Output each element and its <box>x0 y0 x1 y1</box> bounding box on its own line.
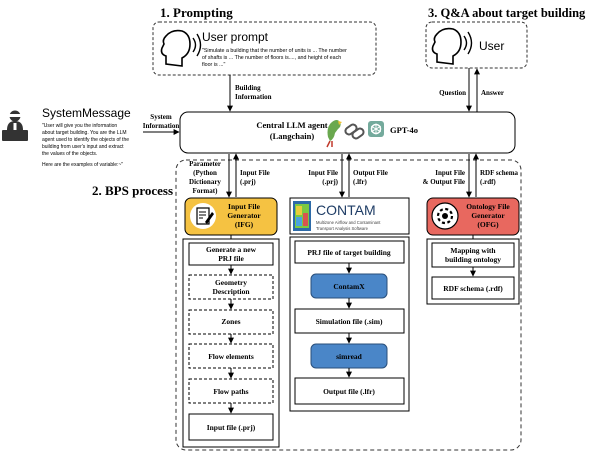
ifg-input-file-label-line-1: Input File <box>240 169 270 177</box>
contam-step-contamx-label: ContamX <box>333 282 365 291</box>
user-prompt-text-line-1: "Simulate a building that the number of … <box>202 48 347 54</box>
heading-qa: 3. Q&A about target building <box>428 6 586 20</box>
contam-input-file-label-line-1: Input File <box>308 169 338 177</box>
parameter-label-line-4: Format) <box>193 187 219 195</box>
system-message-text-line-7: Here are the examples of variable:~" <box>42 162 123 168</box>
speaking-head-icon <box>160 29 202 67</box>
contam-logo-icon <box>293 201 311 231</box>
ofg-input-output-label-line-2: & Output File <box>423 178 465 186</box>
contam-output-file-label-line-2: (.lfr) <box>353 178 367 186</box>
contam-tagline-line-1: Multizone Airflow and Contaminant <box>316 220 381 225</box>
answer-label: Answer <box>481 89 504 97</box>
speaking-head-icon <box>431 27 473 65</box>
ifg-step-flow-paths-box <box>188 378 274 404</box>
user-prompt-title: User prompt <box>202 30 269 44</box>
ofg-step-mapping-line-2: building ontology <box>445 255 501 264</box>
ifg-step-zones-box <box>188 309 274 335</box>
system-information-label-line-1: System <box>150 113 172 121</box>
ifg-step-input-file-label: Input file (.prj) <box>207 423 256 432</box>
contam-step-sim-label: Simulation file (.sim) <box>316 317 383 326</box>
ifg-step-geometry-line-2: Description <box>212 287 250 296</box>
document-edit-icon <box>190 203 216 229</box>
question-label: Question <box>439 89 466 97</box>
system-message-text-line-2: about target building. You are the LLM <box>42 130 127 136</box>
system-message-text-line-3: agent used to identify the objects of th… <box>42 137 129 143</box>
openai-icon <box>368 121 384 137</box>
contam-step-simread-label: simread <box>336 352 363 361</box>
ifg-step-geometry-line-1: Geometry <box>215 278 247 287</box>
ifg-title-line-2: Generator <box>227 211 261 220</box>
contam-input-file-label-line-2: (.prj) <box>322 178 338 186</box>
ifg-step-flow-paths-label: Flow paths <box>213 387 248 396</box>
ofg-step-rdf-label: RDF schema (.rdf) <box>443 284 503 293</box>
central-llm-agent-box <box>179 111 516 154</box>
user-prompt-box <box>152 21 377 76</box>
system-message-title: SystemMessage <box>42 106 131 120</box>
contam-output-file-label-line-1: Output File <box>353 169 388 177</box>
agent-model: GPT-4o <box>390 125 418 135</box>
system-message-text-line-4: building from user's input and extract <box>42 144 124 150</box>
building-information-label-line-2: Information <box>235 93 272 101</box>
agent-subtitle: (Langchain) <box>270 131 315 141</box>
chain-link-icon <box>344 123 365 140</box>
ifg-step-zones-label: Zones <box>221 317 240 326</box>
ofg-step-mapping-line-1: Mapping with <box>450 246 496 255</box>
ifg-step-flow-elements-box <box>188 343 274 369</box>
parrot-icon <box>326 120 342 148</box>
ifg-step-flow-elements-label: Flow elements <box>208 352 254 361</box>
ofg-title-line-1: Ontology File <box>466 202 510 211</box>
contam-tagline-line-2: Transport Analysis Software <box>316 226 369 231</box>
ofg-step-rdf-box <box>431 276 515 300</box>
agent-title: Central LLM agent <box>256 120 327 130</box>
contam-step-prj-label: PRJ file of target building <box>307 248 391 257</box>
ifg-input-file-label-line-2: (.prj) <box>240 178 256 186</box>
agent-person-icon <box>2 110 28 141</box>
contam-step-sim-box <box>294 308 405 334</box>
ofg-title-line-2: Generator <box>471 211 505 220</box>
system-information-label-line-2: Information <box>143 122 180 130</box>
contam-step-output-label: Output file (.lfr) <box>323 387 375 396</box>
ofg-rdf-schema-label-line-2: (.rdf) <box>480 178 496 186</box>
ofg-input-output-label-line-1: Input File <box>435 169 465 177</box>
ifg-step-generate-line-2: PRJ file <box>218 254 244 263</box>
ifg-step-geometry-box <box>188 274 274 300</box>
contam-step-output-box <box>294 377 405 405</box>
contam-logo-text: CONTAM <box>316 202 376 218</box>
user-title: User <box>479 39 504 53</box>
ifg-step-generate-line-1: Generate a new <box>206 245 257 254</box>
ofg-step-mapping-box <box>431 242 515 268</box>
ifg-step-input-file-box <box>188 413 274 441</box>
ifg-title-line-3: (IFG) <box>235 220 254 229</box>
parameter-label-line-2: (Python <box>193 169 217 177</box>
system-message-text-line-5: the values of the objects. <box>42 151 97 157</box>
system-message-text-line-1: "User will give you the information <box>42 123 117 129</box>
user-prompt-text-line-2: of shafts is ... The number of floors is… <box>202 55 341 61</box>
ontology-gear-icon <box>431 202 459 230</box>
ofg-title-line-3: (OFG) <box>477 220 499 229</box>
building-information-label-line-1: Building <box>235 84 261 92</box>
heading-prompting: 1. Prompting <box>160 5 233 20</box>
parameter-label-line-3: Dictionary <box>189 178 221 186</box>
ifg-title-line-1: Input File <box>228 202 261 211</box>
ofg-rdf-schema-label-line-1: RDF schema <box>480 169 519 177</box>
parameter-label-line-1: Parameter <box>189 160 221 168</box>
user-prompt-text-line-3: floor is ..." <box>202 62 225 68</box>
heading-bps: 2. BPS process <box>92 183 173 198</box>
